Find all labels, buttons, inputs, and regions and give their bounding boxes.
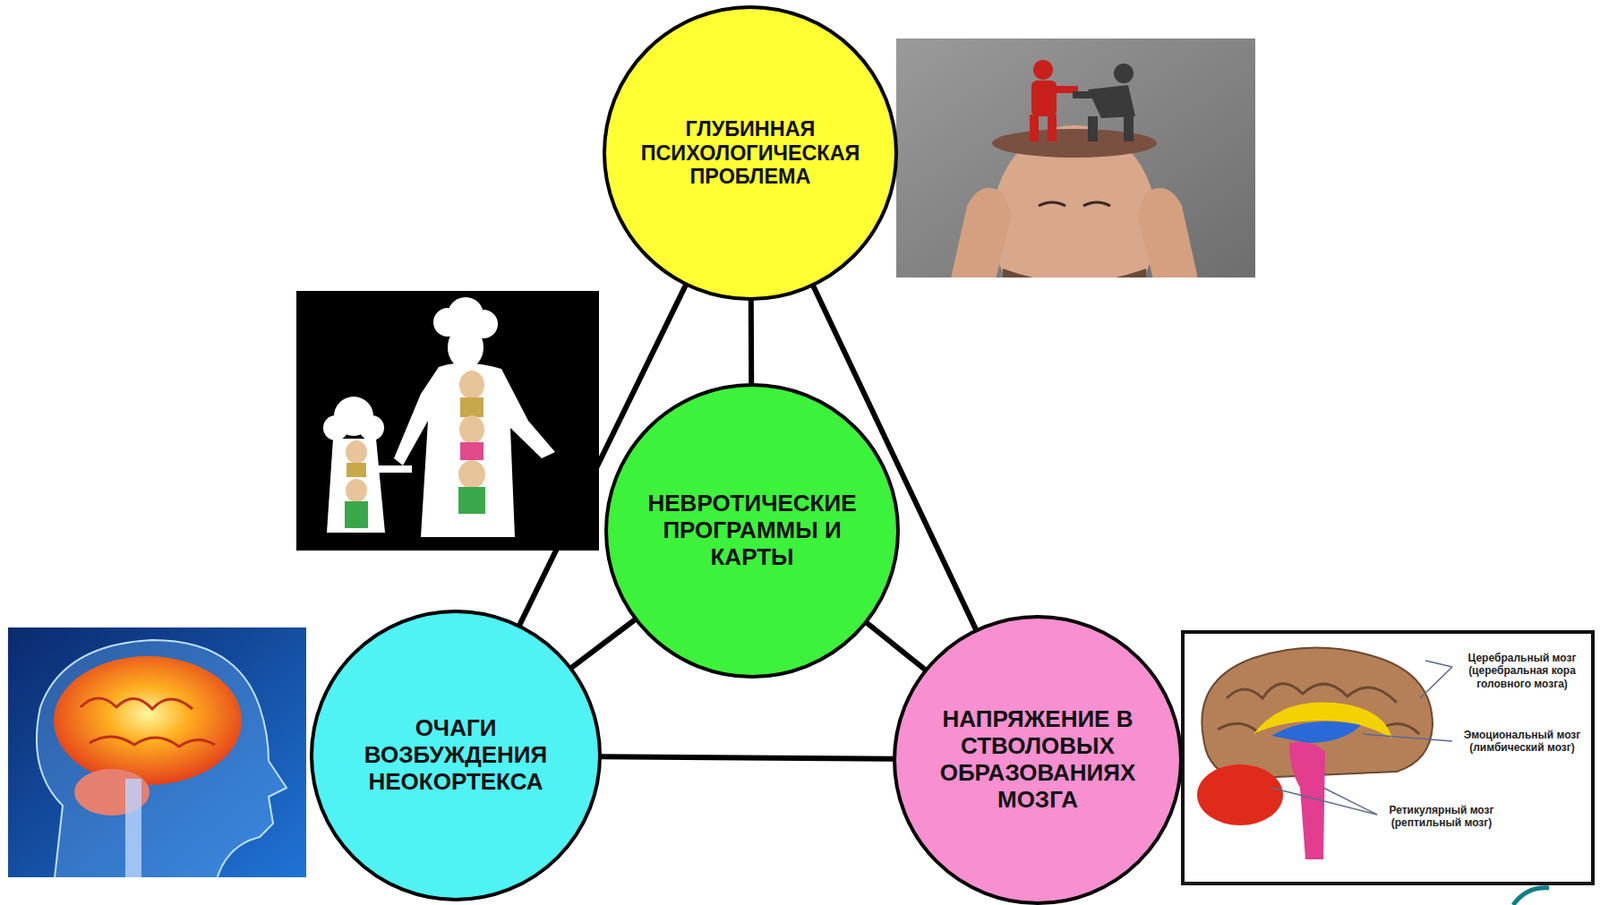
brain-head-image — [8, 627, 307, 878]
brain-part-label: Церебральный мозг (церебральная кора гол… — [1454, 651, 1590, 691]
brain-scheme — [1182, 632, 1593, 884]
node-label: НЕВРОТИЧЕСКИЕ ПРОГРАММЫ И КАРТЫ — [631, 490, 873, 572]
cartoon-children — [344, 370, 486, 529]
connector-line — [748, 299, 754, 386]
slide-mark — [1513, 888, 1549, 905]
node-label: ГЛУБИННАЯ ПСИХОЛОГИЧЕСКАЯ ПРОБЛЕМА — [616, 117, 885, 190]
cartoon-family — [296, 290, 599, 551]
circle-node: ГЛУБИННАЯ ПСИХОЛОГИЧЕСКАЯ ПРОБЛЕМА — [602, 5, 899, 301]
connector-line — [570, 618, 636, 668]
brain-part-label: Ретикулярный мозг (рептильный мозг) — [1378, 804, 1505, 830]
circle-node: ОЧАГИ ВОЗБУЖДЕНИЯ НЕОКОРТЕКСА — [309, 609, 602, 902]
connector-line — [865, 622, 926, 671]
photo-man — [896, 38, 1256, 278]
circle-node: НЕВРОТИЧЕСКИЕ ПРОГРАММЫ И КАРТЫ — [604, 383, 900, 679]
brain-part-label: Эмоциональный мозг (лимбический мозг) — [1454, 728, 1590, 755]
connector-line — [599, 756, 895, 760]
circle-node: НАПРЯЖЕНИЕ В СТВОЛОВЫХ ОБРАЗОВАНИЯХ МОЗГ… — [892, 615, 1183, 905]
node-label: НАПРЯЖЕНИЕ В СТВОЛОВЫХ ОБРАЗОВАНИЯХ МОЗГ… — [921, 706, 1155, 814]
node-label: ОЧАГИ ВОЗБУЖДЕНИЯ НЕОКОРТЕКСА — [334, 715, 577, 796]
